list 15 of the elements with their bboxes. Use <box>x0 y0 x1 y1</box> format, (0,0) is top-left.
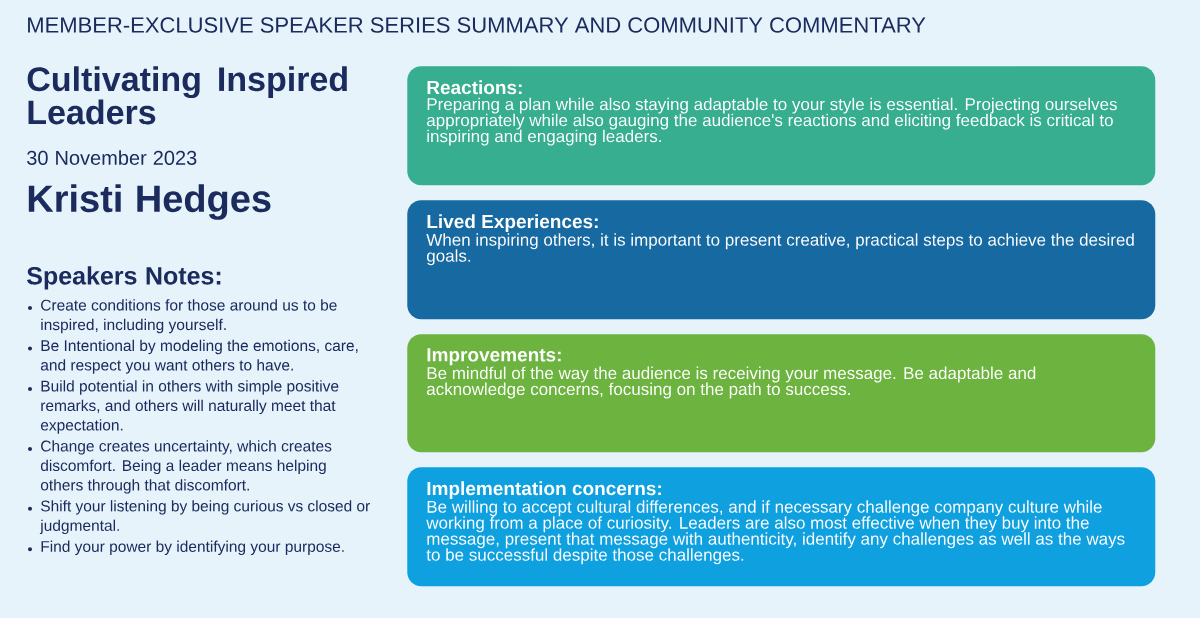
bullet-item: Shift your listening by being curious vs closed or judgmental. <box>28 500 370 535</box>
bullet-item: Find your power by identifying your purpose. <box>28 540 344 556</box>
summary-card: Lived Experiences: When inspiring others, it is important to present creative, practical steps to achieve the desired goals. <box>407 200 1156 320</box>
summary-card: Implementation concerns: Be willing to accept cultural differences, and if necessary challenge company culture while working from a place of curiosity. Leaders are also most effective when they buy into the message, present that message with authenticity, identify any challenges as well as the ways to be successful despite those challenges. <box>407 467 1156 587</box>
summary-card: Reactions: Preparing a plan while also staying adaptable to your style is essential. Projecting ourselves appropriately while also gauging the audience's reactions and eliciting feedback is critical to inspiring and engaging leaders. <box>407 66 1156 186</box>
speaker-name: Kristi Hedges <box>28 184 271 220</box>
event-date: 30 November 2023 <box>27 150 197 165</box>
bullet-item: Build potential in others with simple positive remarks, and others will naturally meet that expectation. <box>28 380 339 434</box>
course-title: Cultivating Inspired Leaders <box>27 66 347 125</box>
bullet-item: Create conditions for those around us to be inspired, including yourself. <box>28 299 337 334</box>
bullet-item: Be Intentional by modeling the emotions, care, and respect you want others to have. <box>28 339 358 374</box>
bullet-item: Change creates uncertainty, which creates discomfort. Being a leader means helping others through that discomfort. <box>28 440 332 494</box>
summary-card: Improvements: Be mindful of the way the audience is receiving your message. Be adaptable and acknowledge concerns, focusing on the path to success. <box>407 334 1156 453</box>
page-title: MEMBER-EXCLUSIVE SPEAKER SERIES SUMMARY AND COMMUNITY COMMENTARY <box>28 17 926 33</box>
section-heading: Speakers Notes: <box>27 266 221 290</box>
